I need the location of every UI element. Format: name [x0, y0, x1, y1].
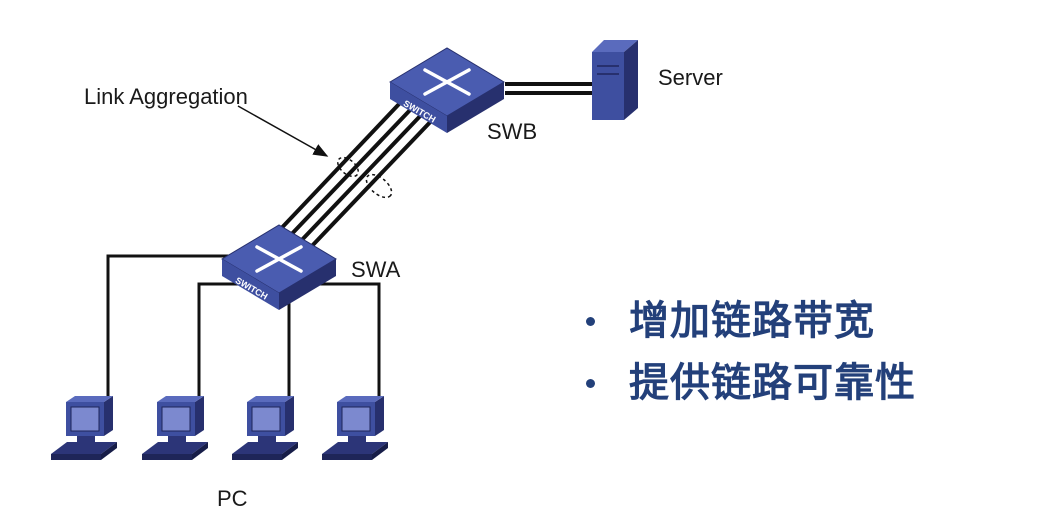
link-aggregation-label: Link Aggregation — [84, 84, 248, 109]
swb-label: SWB — [487, 119, 538, 144]
aggregation-ellipses — [337, 156, 393, 199]
switch-swb[interactable]: SWITCH — [389, 47, 505, 133]
server-label: Server — [658, 65, 723, 90]
server-link — [505, 82, 592, 95]
bullet-dot-icon — [586, 316, 595, 326]
pc-icon[interactable] — [321, 395, 389, 461]
bullet-dot-icon — [586, 378, 595, 388]
bullet-list: 增加链路带宽 提供链路可靠性 — [586, 290, 916, 414]
aggregated-links — [272, 101, 438, 250]
switch-arrows-icon — [423, 68, 471, 96]
switch-arrows-icon — [255, 245, 303, 273]
bullet-text: 增加链路带宽 — [629, 298, 875, 344]
bullet-item: 提供链路可靠性 — [586, 352, 916, 414]
bullet-item: 增加链路带宽 — [586, 290, 916, 352]
pc-icon[interactable] — [231, 395, 299, 461]
swa-label: SWA — [351, 257, 401, 282]
pc-icon[interactable] — [50, 395, 118, 461]
pc-label: PC — [217, 486, 248, 511]
bullet-text: 提供链路可靠性 — [629, 360, 916, 406]
pc-links — [106, 254, 381, 398]
pc-icon[interactable] — [141, 395, 209, 461]
server-icon[interactable] — [592, 40, 638, 120]
link-aggregation-arrow — [237, 105, 329, 157]
